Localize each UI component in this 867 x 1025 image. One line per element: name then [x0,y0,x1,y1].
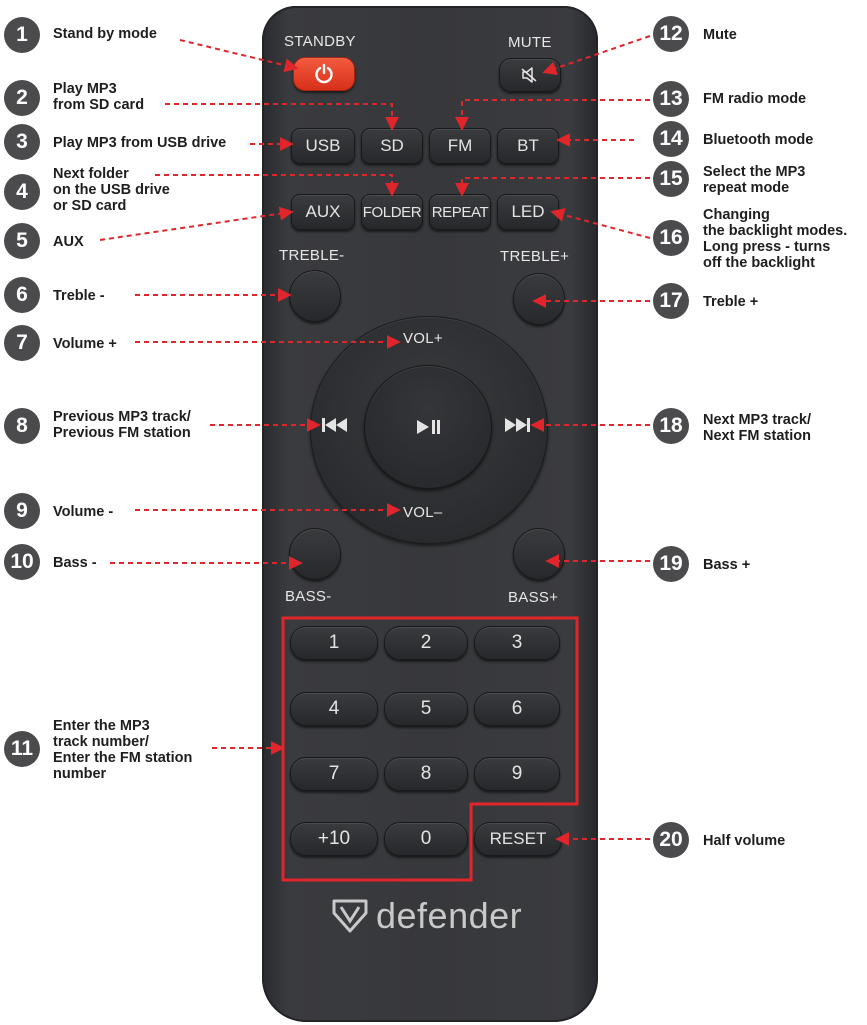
previous-track-icon[interactable] [321,416,349,434]
play-pause-icon [417,420,440,434]
callout-text-17: Treble + [703,294,759,310]
usb-button[interactable]: USB [291,128,355,164]
vol-plus-label[interactable]: VOL+ [403,330,443,347]
callout-text-11: Enter the MP3 track number/ Enter the FM… [53,718,193,782]
treble-plus-label: TREBLE+ [500,248,570,265]
callout-number-3: 3 [4,124,40,160]
callout-text-7: Volume + [53,336,117,352]
callout-text-13: FM radio mode [703,91,807,107]
callout-number-20: 20 [653,822,689,858]
folder-button[interactable]: FOLDER [361,194,423,230]
callout-text-19: Bass + [703,557,751,573]
callout-number-5: 5 [4,223,40,259]
standby-button[interactable] [293,57,355,91]
numpad-key-1[interactable]: 1 [290,626,378,660]
numpad-key-5[interactable]: 5 [384,692,468,726]
sd-button[interactable]: SD [361,128,423,164]
fm-button[interactable]: FM [429,128,491,164]
callout-number-4: 4 [4,174,40,210]
bass-minus-button[interactable] [289,528,341,580]
callout-number-13: 13 [653,81,689,117]
numpad-key-7[interactable]: 7 [290,757,378,791]
standby-label: STANDBY [284,33,356,50]
callout-number-12: 12 [653,16,689,52]
callout-text-2: Play MP3 from SD card [53,81,145,113]
next-track-icon[interactable] [503,416,531,434]
treble-minus-button[interactable] [289,270,341,322]
callout-text-18: Next MP3 track/ Next FM station [703,412,811,444]
vol-minus-label[interactable]: VOL– [403,504,443,521]
mute-label: MUTE [508,34,552,51]
callout-number-15: 15 [653,161,689,197]
callout-number-18: 18 [653,408,689,444]
bass-plus-button[interactable] [513,528,565,580]
callout-number-14: 14 [653,121,689,157]
callout-number-7: 7 [4,325,40,361]
bt-button[interactable]: BT [497,128,559,164]
numpad-key-6[interactable]: 6 [474,692,560,726]
numpad-key-plus10[interactable]: +10 [290,822,378,856]
treble-plus-button[interactable] [513,273,565,325]
callout-text-3: Play MP3 from USB drive [53,135,227,151]
callout-number-2: 2 [4,80,40,116]
callout-text-14: Bluetooth mode [703,132,814,148]
callout-number-8: 8 [4,408,40,444]
power-icon [315,63,333,84]
mute-icon [521,67,537,83]
callout-number-1: 1 [4,17,40,53]
callout-text-6: Treble - [53,288,105,304]
brand-name: defender [376,895,523,936]
callout-text-1: Stand by mode [53,26,157,42]
callout-text-8: Previous MP3 track/ Previous FM station [53,409,191,441]
callout-number-10: 10 [4,544,40,580]
callout-number-11: 11 [4,731,40,767]
callout-text-16: Changing the backlight modes. Long press… [703,207,848,271]
bass-plus-label: BASS+ [508,589,559,606]
callout-text-12: Mute [703,27,737,43]
repeat-button[interactable]: REPEAT [429,194,491,230]
aux-button[interactable]: AUX [291,194,355,230]
callout-text-15: Select the MP3 repeat mode [703,164,806,196]
numpad-key-8[interactable]: 8 [384,757,468,791]
callout-text-5: AUX [53,234,84,250]
callout-number-16: 16 [653,220,689,256]
callout-number-19: 19 [653,546,689,582]
callout-number-9: 9 [4,493,40,529]
numpad-key-0[interactable]: 0 [384,822,468,856]
callout-number-17: 17 [653,283,689,319]
bass-minus-label: BASS- [285,588,332,605]
callout-number-6: 6 [4,277,40,313]
brand-logo: defender [332,895,522,937]
callout-text-20: Half volume [703,833,786,849]
numpad-key-4[interactable]: 4 [290,692,378,726]
numpad-key-2[interactable]: 2 [384,626,468,660]
treble-minus-label: TREBLE- [279,247,345,264]
play-pause-button[interactable] [364,365,492,489]
callout-text-10: Bass - [53,555,97,571]
numpad-key-9[interactable]: 9 [474,757,560,791]
reset-button[interactable]: RESET [474,822,562,856]
callout-text-4: Next folder on the USB drive or SD card [53,166,170,214]
mute-button[interactable] [499,58,561,92]
callout-text-9: Volume - [53,504,114,520]
led-button[interactable]: LED [497,194,559,230]
defender-logo-icon [332,899,368,933]
numpad-key-3[interactable]: 3 [474,626,560,660]
